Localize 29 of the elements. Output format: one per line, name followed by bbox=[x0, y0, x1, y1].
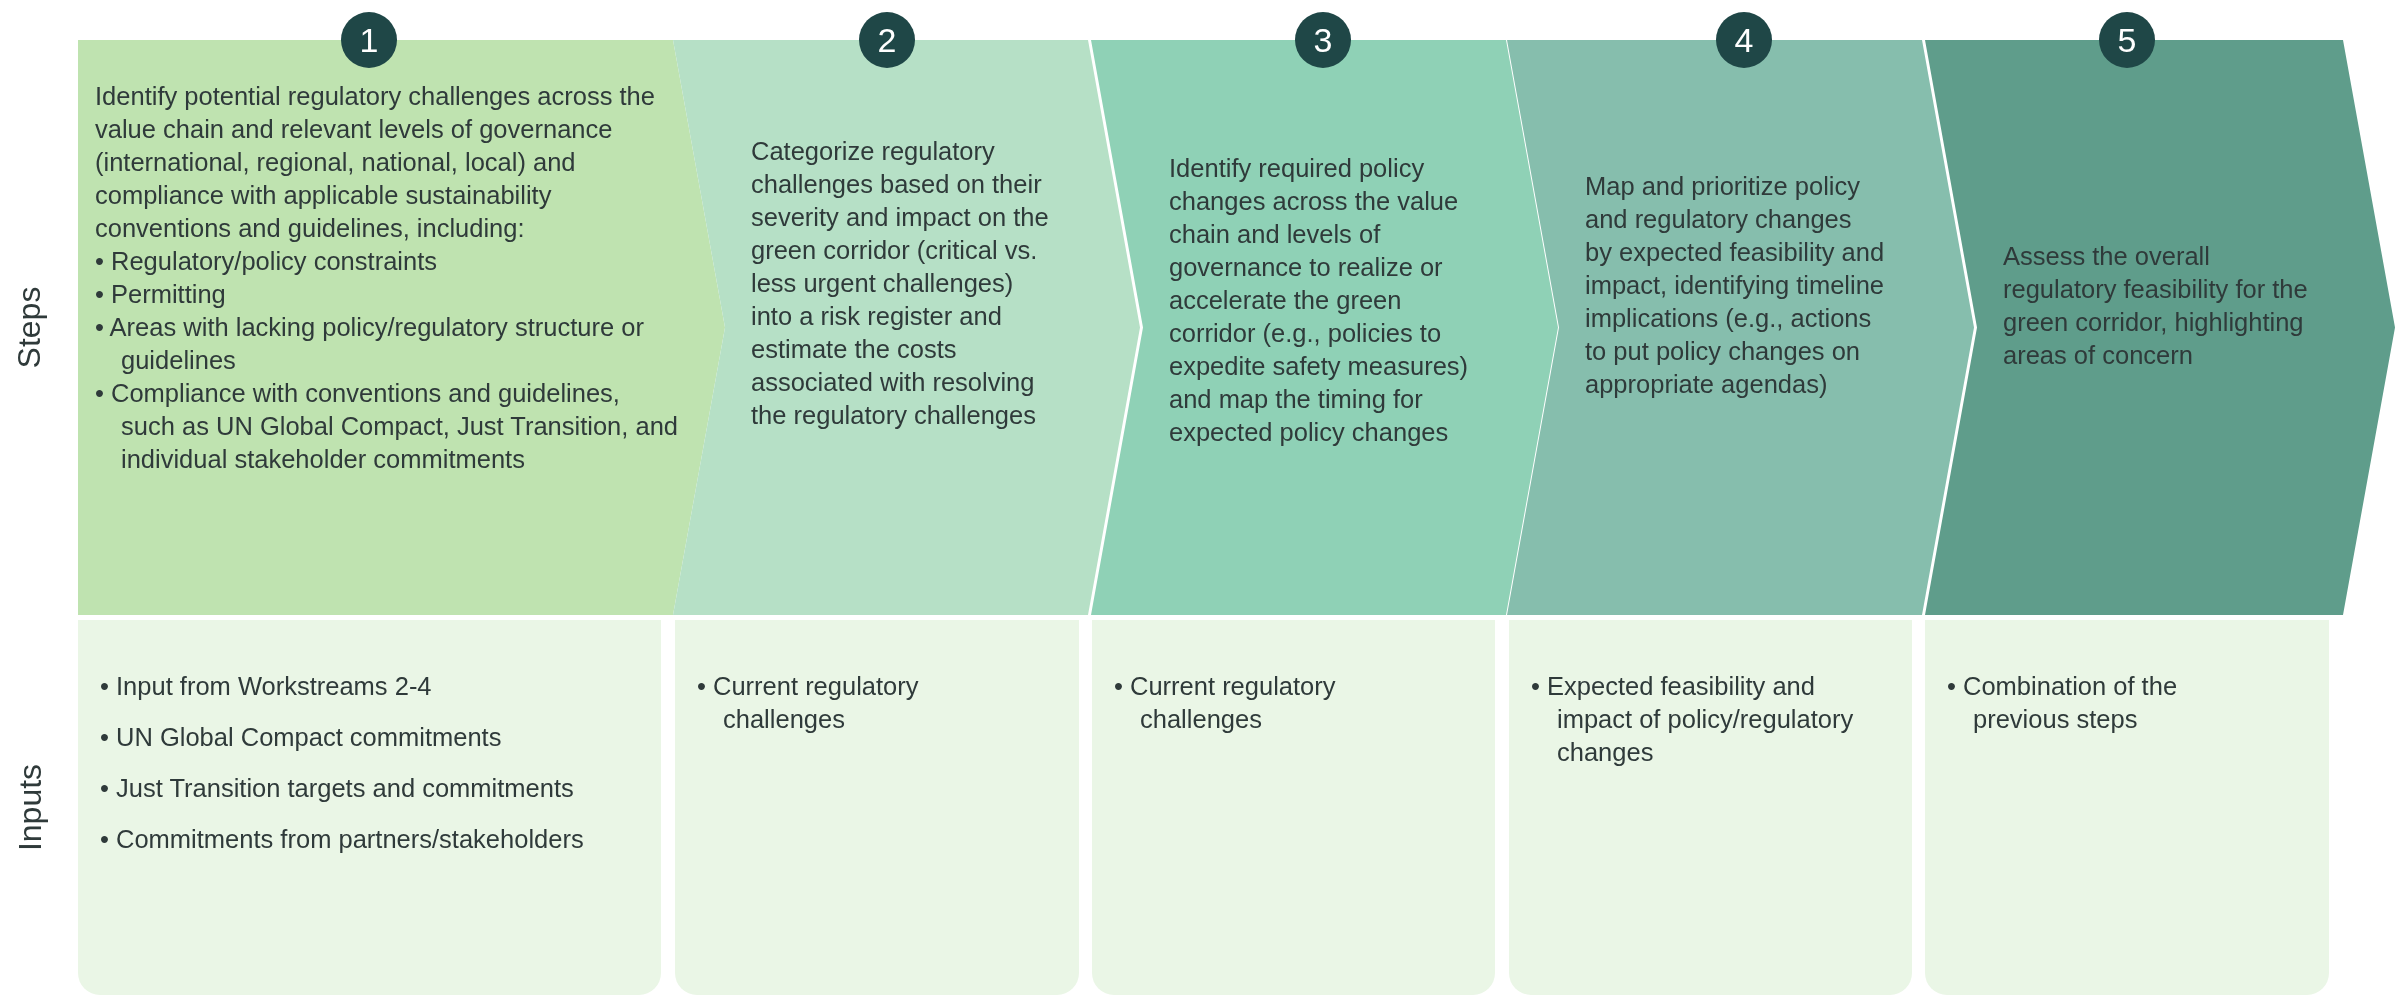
row-label: Inputs bbox=[11, 763, 49, 851]
input-panel bbox=[78, 620, 661, 995]
step-number-badge: 2 bbox=[859, 12, 915, 68]
input-panel bbox=[1925, 620, 2329, 995]
bullet-item: • Just Transition targets and commitments bbox=[100, 773, 575, 804]
input-panel bbox=[1509, 620, 1912, 995]
bullet-item: • Compliance with conventions and guidelines, such as UN Global Compact, Just Transition, and individual stakeholder commitments bbox=[95, 378, 679, 475]
row-label: Steps bbox=[11, 286, 49, 368]
bullet-item: • Areas with lacking policy/regulatory structure or guidelines bbox=[95, 312, 645, 376]
input-panel bbox=[1092, 620, 1495, 995]
step-description: Identify required policy changes across the value chain and levels of governance to realize or accelerate the green corridor (e.g., policies to expedite safety measures) and map the timing for expected policy changes bbox=[1169, 153, 1469, 448]
bullet-item: • Regulatory/policy constraints bbox=[95, 246, 438, 277]
bullet-item: • UN Global Compact commitments bbox=[100, 722, 503, 753]
bullet-item: • Combination of the previous steps bbox=[1947, 671, 2179, 735]
bullet-item: • Permitting bbox=[95, 279, 227, 310]
step-number-badge: 1 bbox=[341, 12, 397, 68]
step-number-badge: 4 bbox=[1716, 12, 1772, 68]
bullet-item: • Expected feasibility and impact of policy/regulatory changes bbox=[1531, 671, 1854, 768]
step-number-badge: 5 bbox=[2099, 12, 2155, 68]
bullet-item: • Current regulatory challenges bbox=[1114, 671, 1337, 735]
step-description: Identify potential regulatory challenges across the value chain and relevant levels of governance (international, regional, national, local) and compliance with applicable sustainability conventions and guidelines, including: bbox=[95, 81, 656, 244]
step-description: Categorize regulatory challenges based on their severity and impact on the green corridor (critical vs. less urgent challenges) into a risk register and estimate the costs associated with resolving the regulatory challenges bbox=[751, 136, 1050, 431]
input-panel bbox=[675, 620, 1079, 995]
step-number-badge: 3 bbox=[1295, 12, 1351, 68]
bullet-item: • Current regulatory challenges bbox=[697, 671, 920, 735]
step-description: Map and prioritize policy and regulatory changes by expected feasibility and impact, identifying timeline implications (e.g., actions to put policy changes on appropriate agendas) bbox=[1585, 171, 1885, 400]
step-description: Assess the overall regulatory feasibility for the green corridor, highlighting areas of concern bbox=[2003, 241, 2309, 371]
bullet-item: • Commitments from partners/stakeholders bbox=[100, 824, 585, 855]
bullet-item: • Input from Workstreams 2-4 bbox=[100, 671, 433, 702]
